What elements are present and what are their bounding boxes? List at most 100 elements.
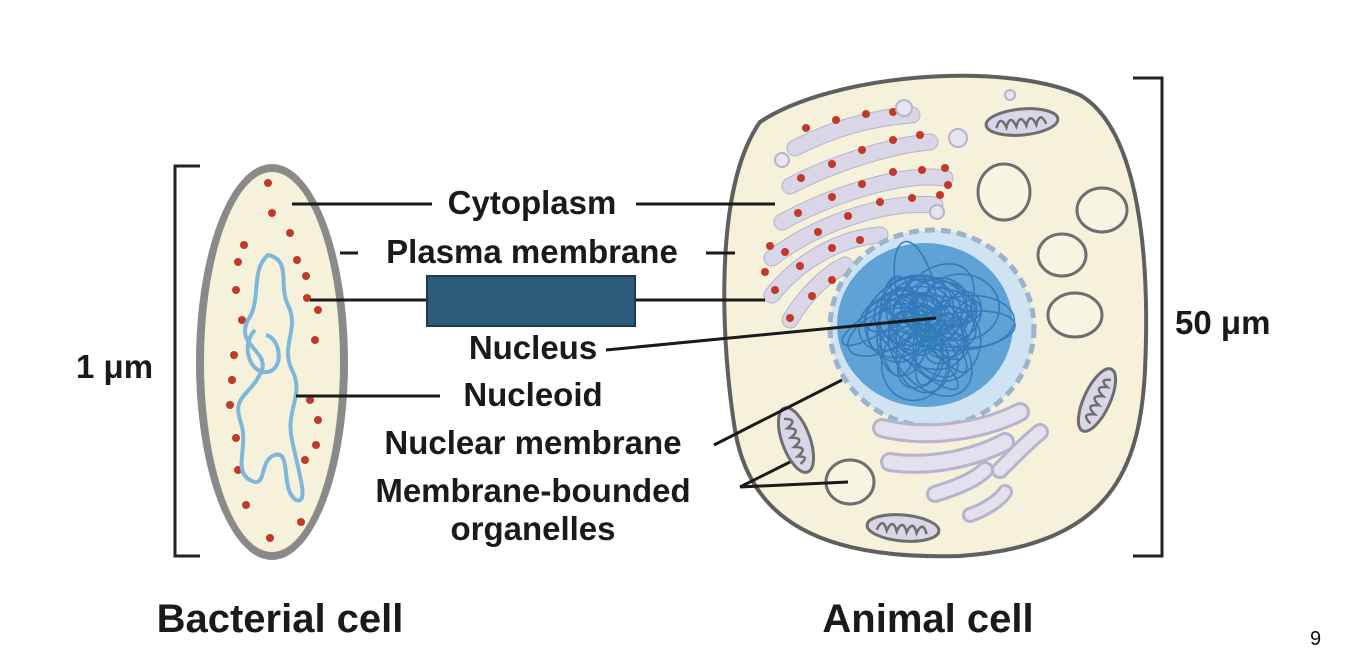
ribosome-dot xyxy=(844,212,852,220)
ribosome-dot xyxy=(268,209,276,217)
ribosome-dot xyxy=(766,242,774,250)
ribosome-dot xyxy=(306,396,314,404)
chromatin-loop xyxy=(922,312,964,365)
chromatin-loop xyxy=(925,294,1016,349)
leader-lines xyxy=(292,202,937,489)
nuclear-membrane-leader xyxy=(713,378,843,447)
label-organelles: organelles xyxy=(450,510,615,547)
ribosome-dot xyxy=(889,136,897,144)
bacterial-scale-bracket xyxy=(173,164,200,558)
nucleoid-strand xyxy=(236,253,305,503)
ribosome-dot xyxy=(230,351,238,359)
animal-ribosomes xyxy=(761,108,952,322)
ribosome-dot xyxy=(889,168,897,176)
animal-scale-bracket xyxy=(1133,76,1164,558)
ribosome-dot xyxy=(311,336,319,344)
ribosome-dot xyxy=(234,258,242,266)
ribosome-dot xyxy=(238,316,246,324)
label-plasma-membrane: Plasma membrane xyxy=(386,233,678,270)
chromatin-loop xyxy=(893,240,939,341)
golgi-apparatus xyxy=(872,402,1049,523)
chromatin-loop xyxy=(908,294,974,322)
ribosome-dot xyxy=(828,244,836,252)
vacuole xyxy=(1046,291,1104,339)
animal-scale-label: 50 μm xyxy=(1175,304,1270,341)
ribosome-dot xyxy=(794,209,802,217)
ribosome-dot xyxy=(242,501,250,509)
chromatin-loop xyxy=(858,293,921,352)
ribosome-dot xyxy=(862,110,870,118)
ribosome-dot xyxy=(293,256,301,264)
label-nucleoid: Nucleoid xyxy=(463,376,602,413)
ribosome-dot xyxy=(312,441,320,449)
ribosome-dot xyxy=(301,456,309,464)
ribosome-dot xyxy=(856,236,864,244)
label-nuclear-membrane: Nuclear membrane xyxy=(384,424,681,461)
ribosome-dot xyxy=(240,241,248,249)
ribosome-dot xyxy=(936,191,944,199)
chromatin-loop xyxy=(922,273,1001,342)
animal-cell xyxy=(722,73,1149,559)
ribosome-dot xyxy=(228,376,236,384)
vacuole xyxy=(1036,232,1088,278)
ribosome-dot xyxy=(314,416,322,424)
organelles-leader-upper xyxy=(739,460,791,489)
ribosome-dot xyxy=(828,193,836,201)
ribosome-dot xyxy=(796,262,804,270)
chromatin-loop xyxy=(924,304,977,349)
nucleus-leader xyxy=(605,316,937,352)
ribosome-dot xyxy=(232,286,240,294)
ribosome-dot xyxy=(302,272,310,280)
label-cytoplasm: Cytoplasm xyxy=(448,184,617,221)
chromatin xyxy=(841,240,1016,402)
ribosome-dot xyxy=(802,124,810,132)
bacterial-ribosomes xyxy=(226,179,322,542)
ribosome-dot xyxy=(814,228,822,236)
ribosome-dot xyxy=(876,198,884,206)
mitochondria xyxy=(776,107,1118,543)
ribosome-dot xyxy=(303,294,311,302)
ribosome-dot xyxy=(781,248,789,256)
ribosome-dot xyxy=(858,180,866,188)
ribosome-dot xyxy=(889,108,897,116)
vesicles xyxy=(774,89,1016,220)
ribosome-dot xyxy=(941,164,949,172)
vacuole xyxy=(976,162,1032,222)
ribosome-dot xyxy=(908,194,916,202)
nucleus xyxy=(827,227,1037,429)
ribosome-dot xyxy=(832,116,840,124)
organelles-leader-lower xyxy=(739,480,849,489)
ribosome-dot xyxy=(297,518,305,526)
page-number: 9 xyxy=(1310,628,1322,650)
ribosome-dot xyxy=(858,146,866,154)
ribosome-dot xyxy=(808,292,816,300)
ribosome-dot xyxy=(828,160,836,168)
ribosome-dot xyxy=(797,174,805,182)
ribosome-dot xyxy=(828,276,836,284)
bacterial-cell xyxy=(196,164,348,560)
ribosome-dot xyxy=(771,286,779,294)
ribosome-dot xyxy=(232,434,240,442)
ribosome-dot xyxy=(761,268,769,276)
ribosome-dot xyxy=(786,314,794,322)
title-animal-cell: Animal cell xyxy=(822,597,1033,641)
label-nucleus: Nucleus xyxy=(469,329,597,366)
vacuoles xyxy=(824,162,1129,506)
ribosome-dot xyxy=(286,229,294,237)
vacuole xyxy=(1075,186,1129,234)
bacterial-scale-label: 1 μm xyxy=(76,348,153,385)
ribosome-dot xyxy=(944,181,952,189)
chromatin-loop xyxy=(863,274,930,333)
chromatin-loop xyxy=(927,332,969,359)
label-membrane-bounded: Membrane-bounded xyxy=(375,472,690,509)
title-bacterial-cell: Bacterial cell xyxy=(157,597,404,641)
ribosome-dot xyxy=(314,306,322,314)
ribosome-dot xyxy=(264,179,272,187)
ribosome-dot xyxy=(266,534,274,542)
bacterial-cytoplasm xyxy=(204,172,340,552)
chromatin-loop xyxy=(888,329,959,391)
hidden-label-box xyxy=(426,275,636,327)
ribosome-dot xyxy=(918,166,926,174)
